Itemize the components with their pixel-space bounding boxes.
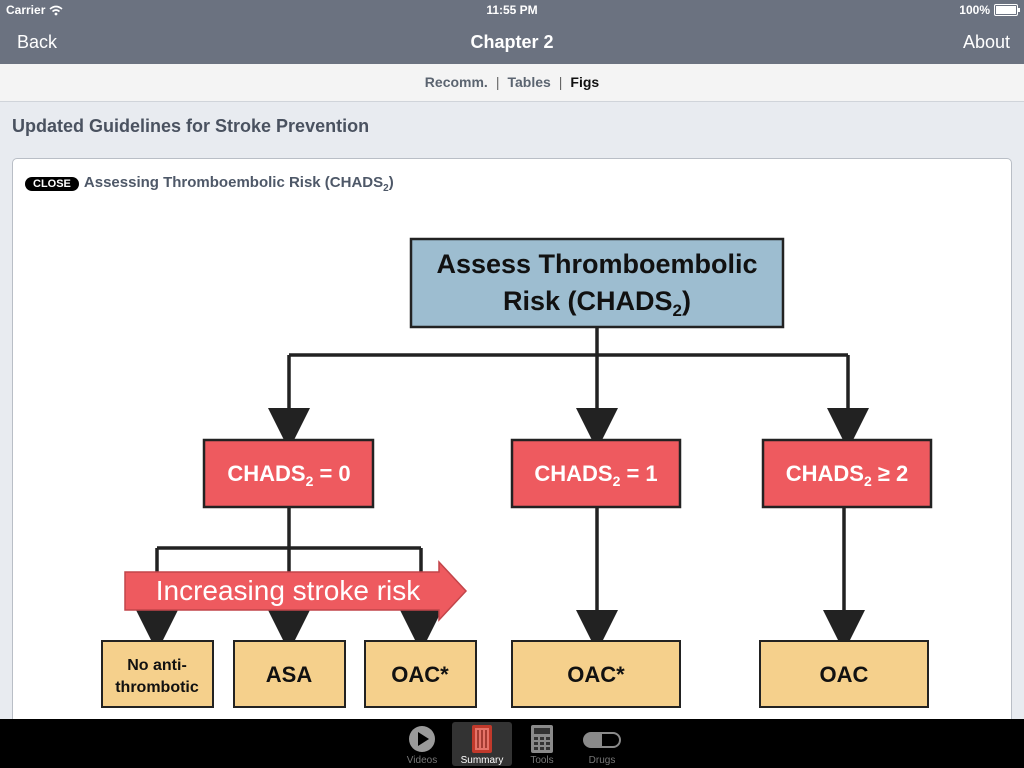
chads-0-label: CHADS2 = 0 — [227, 461, 350, 489]
assess-risk-line1: Assess Thromboembolic — [436, 249, 757, 279]
close-button[interactable]: CLOSE — [25, 177, 79, 191]
back-button[interactable]: Back — [17, 32, 58, 52]
segment-figs[interactable]: Figs — [570, 74, 600, 90]
chads-2-label: CHADS2 ≥ 2 — [786, 461, 909, 489]
chads-1-box — [510, 438, 682, 509]
battery-percent: 100% — [959, 3, 990, 17]
navigation-bar: Back Chapter 2 About — [0, 20, 1024, 64]
segment-bar: Recomm. | Tables | Figs — [0, 64, 1024, 102]
oac-star-box-b — [511, 640, 681, 708]
about-button[interactable]: About — [962, 32, 1010, 52]
wifi-icon — [49, 5, 63, 15]
no-antithrombotic-line2: thrombotic — [115, 679, 199, 696]
calculator-icon — [531, 725, 553, 753]
chads-0-box — [202, 438, 375, 509]
book-icon — [472, 725, 492, 753]
tab-tools[interactable]: Tools — [512, 722, 572, 766]
segment-recomm[interactable]: Recomm. — [424, 74, 488, 90]
connector-lines — [136, 327, 869, 652]
tab-summary[interactable]: Summary — [452, 722, 512, 766]
oac-label: OAC — [820, 662, 869, 687]
battery-icon — [994, 4, 1020, 16]
oac-star-box-a — [364, 640, 477, 708]
oac-star-label-a: OAC* — [391, 662, 449, 687]
asa-box — [233, 640, 346, 708]
tab-drugs-label: Drugs — [588, 755, 616, 766]
nav-title: Chapter 2 — [470, 32, 554, 52]
no-antithrombotic-line1: No anti- — [127, 657, 187, 674]
oac-star-label-b: OAC* — [567, 662, 625, 687]
assess-risk-line2: Risk (CHADS2) — [503, 286, 691, 320]
carrier-label: Carrier — [6, 3, 46, 17]
figure-header: CLOSE Assessing Thromboembolic Risk (CHA… — [25, 174, 394, 194]
tab-drugs[interactable]: Drugs — [572, 722, 632, 766]
tab-videos-label: Videos — [406, 755, 438, 766]
increasing-risk-arrow — [124, 560, 468, 622]
chads-1-label: CHADS2 = 1 — [534, 461, 657, 489]
clock: 11:55 PM — [486, 3, 538, 17]
play-icon — [409, 726, 435, 752]
flowchart-diagram: Assess Thromboembolic Risk (CHADS2) CHAD… — [101, 237, 933, 708]
tab-summary-label: Summary — [460, 755, 504, 766]
asa-label: ASA — [266, 662, 313, 687]
page-title: Updated Guidelines for Stroke Prevention — [12, 116, 370, 136]
chads-2-box — [761, 438, 933, 509]
tab-tools-label: Tools — [530, 755, 554, 766]
segment-separator: | — [495, 74, 500, 90]
segment-tables[interactable]: Tables — [507, 74, 551, 90]
status-bar: Carrier 11:55 PM 100% — [0, 0, 1024, 20]
tab-bar: Videos Summary Tools Drugs — [0, 719, 1024, 768]
oac-box — [759, 640, 929, 708]
pill-icon — [583, 732, 621, 748]
tab-videos[interactable]: Videos — [392, 722, 452, 766]
segment-separator: | — [558, 74, 563, 90]
increasing-risk-label: Increasing stroke risk — [156, 575, 422, 606]
assess-risk-box — [409, 237, 785, 329]
figure-card: Assess Thromboembolic Risk (CHADS2) CHAD… — [12, 158, 1012, 760]
figure-title: Assessing Thromboembolic Risk (CHADS2) — [83, 174, 394, 194]
no-antithrombotic-box — [101, 640, 214, 708]
